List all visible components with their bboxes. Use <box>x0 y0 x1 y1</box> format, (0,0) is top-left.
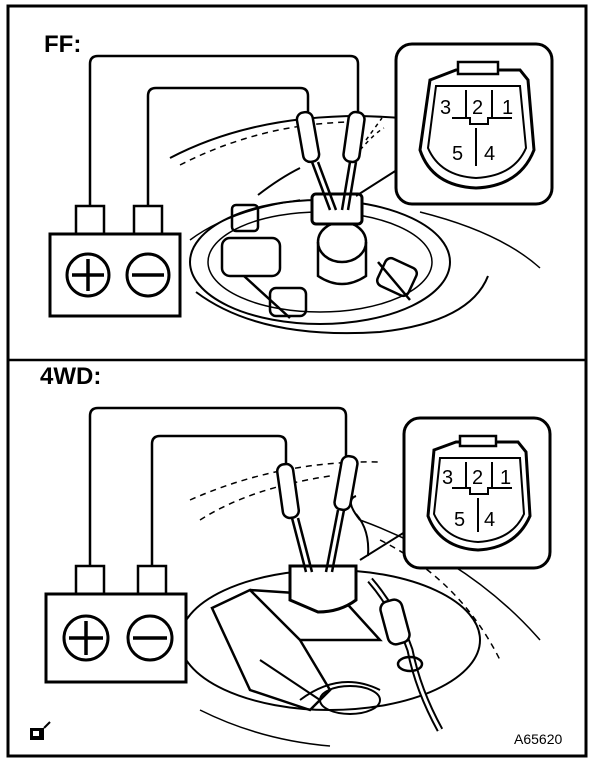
ff-probes <box>295 110 366 211</box>
figure-code: A65620 <box>514 731 562 747</box>
ff-pump-connector <box>310 192 364 226</box>
4wd-positive-terminal-icon <box>62 614 110 662</box>
ff-section: FF: <box>44 31 554 335</box>
ff-pin-2: 2 <box>472 97 483 119</box>
ff-positive-terminal-icon <box>65 252 111 298</box>
4wd-pin-4: 4 <box>484 509 495 531</box>
4wd-pin-3: 3 <box>442 467 453 489</box>
4wd-pin-5: 5 <box>454 509 465 531</box>
ff-pin-5: 5 <box>452 143 463 165</box>
ff-callout-leader <box>355 166 401 197</box>
ff-pump-assembly-illustration <box>169 114 541 335</box>
4wd-pump-connector <box>288 564 358 614</box>
4wd-pinout-detail: 3 2 1 5 4 <box>402 416 552 570</box>
4wd-test-leads <box>88 406 348 566</box>
ff-label: FF: <box>44 31 81 58</box>
ff-pin-3: 3 <box>440 97 451 119</box>
4wd-pin-2: 2 <box>472 467 483 489</box>
4wd-negative-terminal-icon <box>126 614 174 662</box>
ff-pin-4: 4 <box>484 143 495 165</box>
ff-test-leads <box>88 54 360 206</box>
4wd-label: 4WD: <box>40 363 101 390</box>
outer-frame <box>6 4 588 758</box>
4wd-battery <box>44 564 188 684</box>
4wd-pin-1: 1 <box>500 467 511 489</box>
4wd-pump-assembly-illustration <box>179 461 541 747</box>
ff-battery <box>48 204 182 318</box>
4wd-section: 4WD: <box>40 363 552 747</box>
4wd-probes <box>275 454 359 573</box>
footer-mark-icon <box>30 721 51 740</box>
ff-pinout-detail: 3 2 1 5 4 <box>394 42 554 206</box>
ff-pin-1: 1 <box>502 97 513 119</box>
ff-negative-terminal-icon <box>125 252 171 298</box>
